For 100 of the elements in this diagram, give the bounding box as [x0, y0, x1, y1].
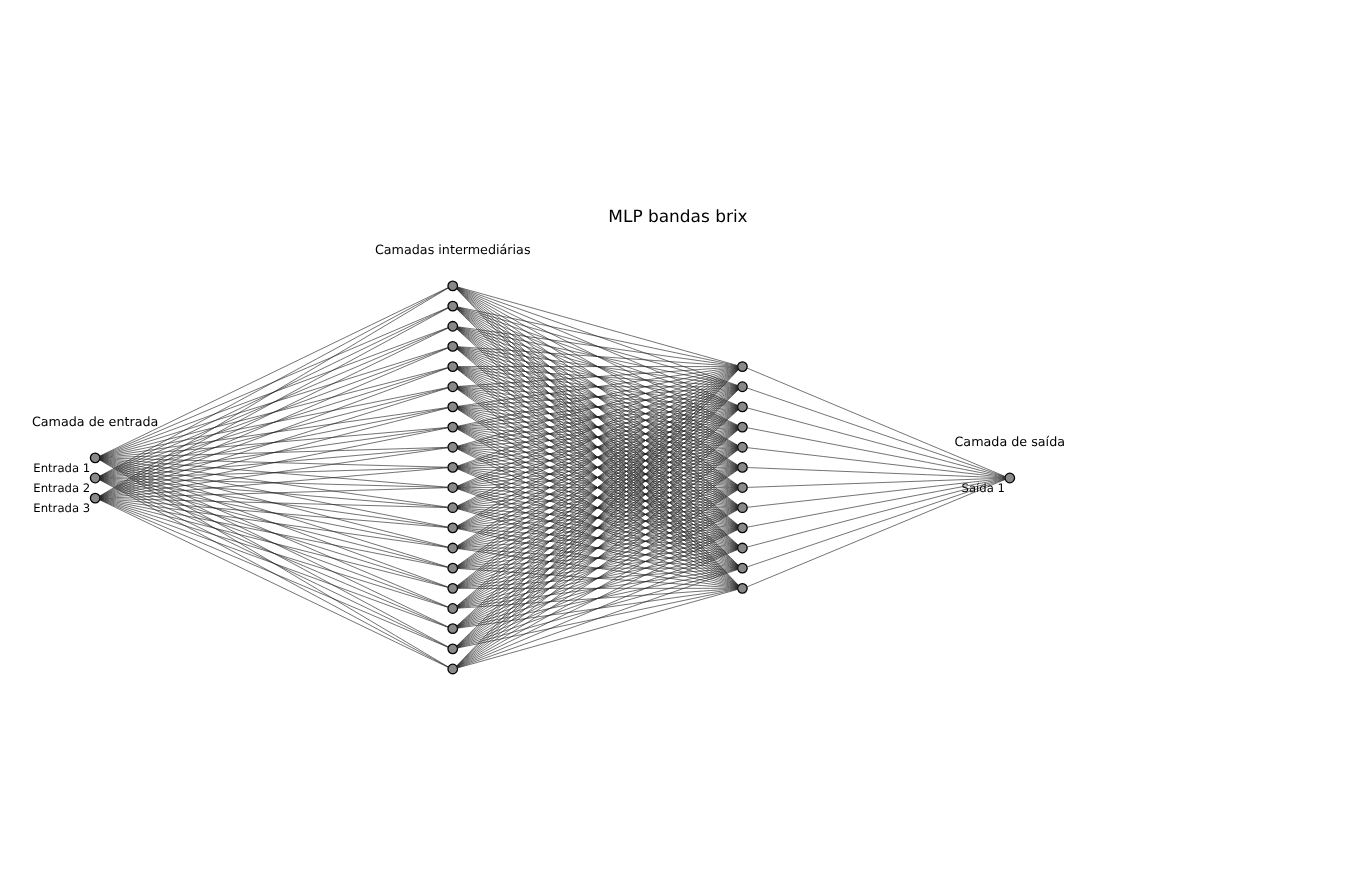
connector [457, 467, 738, 508]
connector [457, 528, 738, 568]
connector [457, 527, 738, 549]
node-circle [737, 421, 748, 433]
connector [457, 507, 738, 548]
connector [457, 568, 738, 589]
connector [457, 488, 738, 548]
connector [99, 467, 449, 479]
connector [457, 588, 738, 629]
node-circle [89, 492, 101, 504]
connector [99, 478, 449, 548]
connector [457, 387, 738, 467]
connector [99, 498, 449, 568]
connector [457, 468, 739, 568]
connector [457, 386, 738, 407]
node-circle [447, 623, 459, 635]
connector [457, 367, 738, 447]
node-circle [447, 502, 459, 514]
connector [457, 568, 738, 629]
connector [457, 467, 738, 488]
node-circle [89, 452, 101, 464]
connector [457, 547, 738, 549]
node-circle [447, 603, 459, 614]
node-circle [737, 562, 748, 574]
connector [746, 478, 1006, 528]
node-circle [447, 401, 459, 413]
connector [457, 508, 738, 588]
connector [99, 498, 449, 588]
connector [457, 387, 739, 487]
connector [746, 478, 1006, 548]
node-circle [447, 341, 459, 352]
connector [746, 447, 1006, 478]
connector [99, 407, 449, 458]
diagram-title: MLP bandas brix [608, 206, 748, 227]
connector [457, 407, 738, 467]
connector [99, 447, 449, 498]
node-circle [447, 280, 459, 292]
connector [457, 548, 739, 648]
connector [99, 427, 449, 498]
node-circle [737, 542, 748, 554]
connector [457, 588, 738, 609]
connector [457, 487, 738, 528]
connector [457, 448, 739, 548]
connector [99, 387, 449, 458]
connector [746, 387, 1006, 478]
node-circle [1004, 472, 1016, 484]
connector [457, 507, 738, 528]
connector [746, 478, 1006, 508]
connector [457, 307, 739, 406]
connector [457, 387, 738, 427]
connector [457, 427, 738, 448]
connector [457, 528, 738, 608]
node-circle [737, 461, 748, 473]
connector [457, 508, 738, 568]
node-circle [737, 401, 748, 413]
connector [99, 347, 449, 457]
connector [99, 427, 449, 458]
connector [746, 407, 1006, 478]
connector [457, 286, 738, 366]
connector [457, 468, 738, 548]
connector [457, 548, 738, 589]
node-circle [737, 381, 748, 393]
connector [99, 427, 449, 478]
connector [457, 447, 738, 468]
connector [457, 407, 739, 507]
connector [457, 588, 738, 649]
connector [99, 458, 449, 568]
connector [457, 528, 738, 588]
node-circle [737, 502, 748, 514]
connector [457, 487, 738, 508]
connector [457, 386, 738, 388]
connector [457, 327, 739, 427]
connector [99, 478, 449, 568]
node-circle [447, 381, 459, 393]
connector [457, 407, 738, 447]
connector [457, 367, 739, 467]
connector [457, 286, 739, 386]
connector [457, 548, 738, 628]
connector [99, 457, 449, 488]
node-circle [737, 582, 748, 594]
connector [99, 457, 449, 468]
node-circle [447, 320, 459, 332]
node-circle [447, 482, 459, 493]
connector [457, 426, 738, 428]
node-circle [447, 300, 459, 312]
connector [457, 528, 739, 628]
node-circle [447, 643, 459, 655]
connector [457, 447, 738, 488]
connector [99, 458, 449, 508]
node-circle [447, 663, 459, 675]
connector [457, 406, 738, 428]
connector [457, 488, 738, 568]
connector [746, 479, 1006, 588]
connector [457, 326, 738, 407]
connector [457, 548, 738, 608]
connector [457, 508, 739, 608]
connector [457, 568, 738, 609]
connector [457, 427, 738, 507]
connector [99, 487, 449, 499]
connector [457, 366, 738, 407]
